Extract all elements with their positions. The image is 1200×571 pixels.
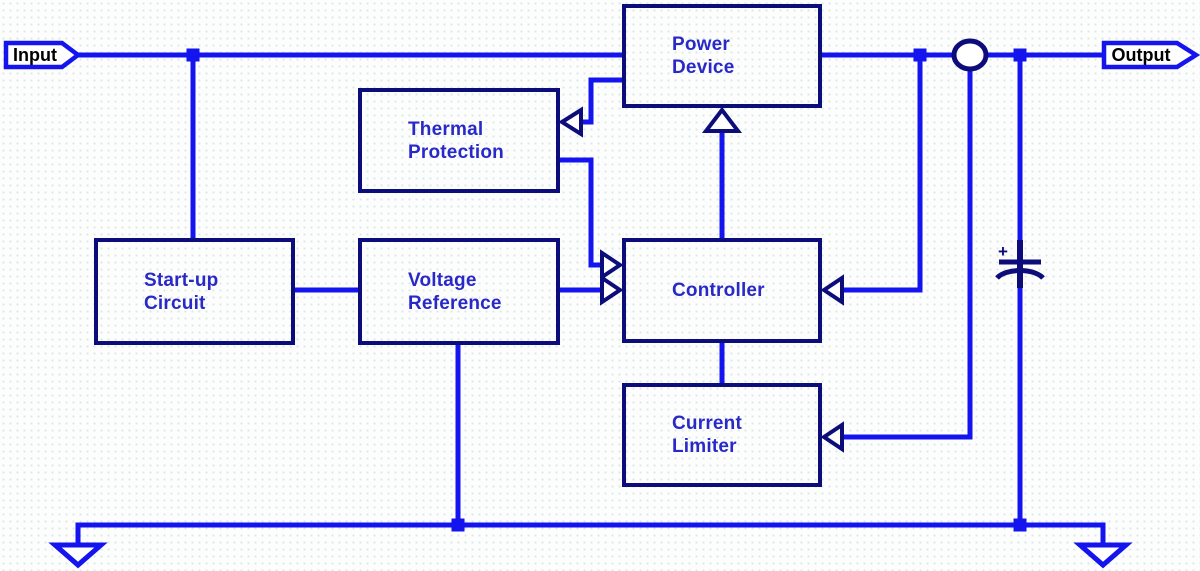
arrow-thermal-into-controller (600, 249, 624, 281)
voltage-reference-label: Voltage Reference (408, 269, 502, 314)
arrow-feedback-into-controller (820, 274, 844, 306)
wire-ground-rail (75, 522, 1106, 545)
wire-thermal-to-controller (560, 157, 605, 268)
junction-output-feedback (913, 48, 927, 62)
wire-power-device-to-thermal (580, 77, 622, 125)
arrow-vref-into-controller (600, 274, 624, 306)
wire-output-feedback-to-controller (843, 55, 923, 293)
startup-circuit-label: Start-up Circuit (144, 269, 219, 314)
block-current-limiter: Current Limiter (622, 383, 822, 487)
capacitor-bottom-plate (995, 268, 1045, 280)
thermal-protection-label: Thermal Protection (408, 118, 504, 163)
junction-input-branch (186, 48, 200, 62)
current-sense-circle-icon (951, 38, 989, 72)
power-device-label: Power Device (672, 34, 735, 78)
block-power-device: Power Device (622, 4, 822, 108)
arrow-sense-into-limiter (820, 421, 844, 453)
arrow-into-thermal-protection (558, 106, 583, 138)
current-limiter-label: Current Limiter (672, 413, 743, 457)
block-startup-circuit: Start-up Circuit (94, 238, 295, 345)
block-controller: Controller (622, 238, 822, 343)
output-terminal-label: Output (1111, 45, 1171, 65)
wire-sense-to-limiter (843, 69, 973, 440)
output-terminal-tag (1101, 40, 1200, 70)
junction-vref-ground (451, 518, 465, 532)
block-voltage-reference: Voltage Reference (358, 238, 560, 345)
junction-capacitor-ground (1013, 518, 1027, 532)
ground-symbol-left-icon (48, 542, 108, 569)
input-terminal-tag (3, 40, 82, 70)
junction-capacitor-top (1013, 48, 1027, 62)
input-terminal-label: Input (13, 45, 57, 65)
polarized-capacitor-icon: + (995, 240, 1045, 288)
block-thermal-protection: Thermal Protection (358, 88, 560, 193)
ground-symbol-right-icon (1073, 542, 1133, 569)
capacitor-plus-sign: + (998, 242, 1008, 261)
controller-label: Controller (672, 280, 765, 301)
arrow-controller-into-power-device (701, 106, 743, 133)
